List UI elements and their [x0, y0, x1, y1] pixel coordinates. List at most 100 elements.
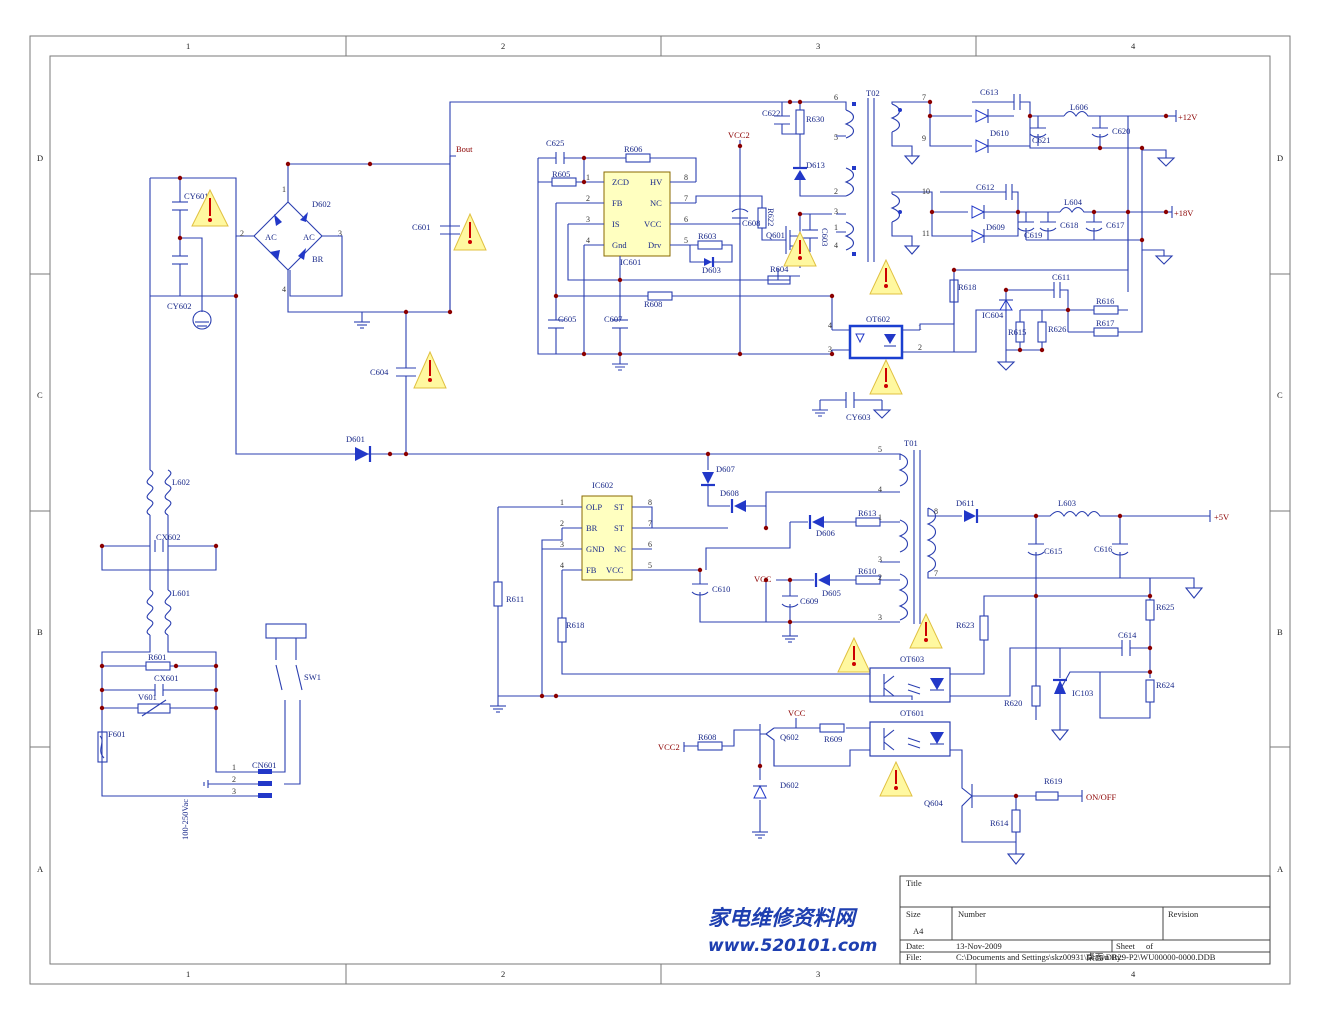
ic601-pin-num: 5: [684, 236, 688, 245]
date-label: Date:: [906, 941, 924, 951]
pin-label: 4: [282, 285, 286, 294]
junction-dot: [367, 161, 373, 167]
pin-label: 1: [282, 185, 286, 194]
pin-label: 6: [834, 93, 838, 102]
junction-dot: [1039, 347, 1045, 353]
junction-dot: [763, 577, 769, 583]
junction-dot: [1033, 593, 1039, 599]
net-bout: Bout: [456, 144, 473, 154]
pin-label: 3: [878, 613, 882, 622]
c620-label: C620: [1112, 126, 1130, 136]
r619-label: R619: [1044, 776, 1062, 786]
drawn-label: Drawn By:: [1086, 952, 1124, 962]
junction-dot: [829, 351, 835, 357]
junction-dot: [99, 705, 105, 711]
l601-label: L601: [172, 588, 190, 598]
l604-label: L604: [1064, 197, 1083, 207]
junction-dot: [1017, 347, 1023, 353]
ic601-pin-name: NC: [650, 198, 662, 208]
pin-label: 2: [878, 573, 882, 582]
ot601-label: OT601: [900, 708, 924, 718]
r625-label: R625: [1156, 602, 1174, 612]
revision-label: Revision: [1168, 909, 1199, 919]
pin-label: 4: [834, 241, 838, 250]
col-label-top: 2: [501, 41, 505, 51]
t02-secondary-section: 7 9 D610 C613 C621 L606 C620 +12V 10 11 …: [890, 87, 1198, 353]
junction-dot: [1125, 209, 1131, 215]
d608-label: D608: [720, 488, 739, 498]
r617-label: R617: [1096, 318, 1114, 328]
pin-label: 1: [878, 513, 882, 522]
junction-dot: [1147, 593, 1153, 599]
sw1-label: SW1: [304, 672, 321, 682]
d602b-label: D602: [780, 780, 799, 790]
junction-dot: [99, 543, 105, 549]
ic601-pin-name: HV: [650, 177, 663, 187]
junction-dot: [705, 451, 711, 457]
ic601-pin-num: 8: [684, 173, 688, 182]
input-filter-section: CY601 CY602 AC AC D602 BR 2 1 3 4 Bout C…: [97, 101, 880, 840]
pin-label: 9: [922, 134, 926, 143]
d611-label: D611: [956, 498, 975, 508]
r630-label: R630: [806, 114, 824, 124]
row-label-left: C: [37, 390, 43, 400]
d606-label: D606: [816, 528, 835, 538]
l606-label: L606: [1070, 102, 1088, 112]
r618b-label: R618: [566, 620, 584, 630]
file-label: File:: [906, 952, 922, 962]
row-label-left: D: [37, 153, 43, 163]
ic602-pin-name: FB: [586, 565, 597, 575]
row-label-right: C: [1277, 390, 1283, 400]
pin-label: 5: [834, 133, 838, 142]
c612-label: C612: [976, 182, 994, 192]
ic602-pin-name: ST: [614, 502, 625, 512]
row-label-right: D: [1277, 153, 1283, 163]
ic601-pin-num: 3: [586, 215, 590, 224]
l603-label: L603: [1058, 498, 1076, 508]
c607-label: C607: [604, 314, 622, 324]
pin-label: 11: [922, 229, 930, 238]
size-label: Size: [906, 909, 921, 919]
junction-dot: [929, 209, 935, 215]
junction-dot: [1003, 287, 1009, 293]
r623-label: R623: [956, 620, 974, 630]
d613-label: D613: [806, 160, 825, 170]
r610-label: R610: [858, 566, 876, 576]
net-18v: +18V: [1174, 208, 1194, 218]
ot603-body: [869, 667, 951, 703]
t01-label: T01: [904, 438, 918, 448]
junction-dot: [1139, 237, 1145, 243]
row-label-right: B: [1277, 627, 1283, 637]
net-12v: +12V: [1178, 112, 1198, 122]
ot601-body: [869, 721, 951, 757]
junction-dot: [1147, 645, 1153, 651]
junction-dot: [553, 693, 559, 699]
ic602-pin-name: GND: [586, 544, 604, 554]
pin-label: 4: [828, 321, 832, 330]
c615-label: C615: [1044, 546, 1062, 556]
pin-label: 3: [834, 207, 838, 216]
r608-label: R608: [644, 299, 662, 309]
r626-label: R626: [1048, 324, 1066, 334]
ot602-label: OT602: [866, 314, 890, 324]
pin-label: 1: [834, 223, 838, 232]
ic601-pin-num: 2: [586, 194, 590, 203]
junction-dot: [951, 267, 957, 273]
junction-dot: [697, 567, 703, 573]
c625-label: C625: [546, 138, 564, 148]
net-vcc: VCC: [788, 708, 806, 718]
junction-dot: [1163, 113, 1169, 119]
pin-label: 7: [934, 569, 938, 578]
ic602-pin-num: 1: [560, 498, 564, 507]
r622-label: R622: [766, 208, 776, 226]
c605-label: C605: [558, 314, 576, 324]
ic602-pin-num: 7: [648, 519, 652, 528]
junction-dot: [1163, 209, 1169, 215]
col-label-top: 4: [1131, 41, 1136, 51]
onoff-ot601-section: OT601 VCC R609 VCC2 R608 Q602 D602 Q604 …: [658, 708, 1117, 865]
ic602-pin-name: BR: [586, 523, 598, 533]
d607-label: D607: [716, 464, 735, 474]
col-label-top: 1: [186, 41, 190, 51]
r615-label: R615: [1008, 327, 1026, 337]
